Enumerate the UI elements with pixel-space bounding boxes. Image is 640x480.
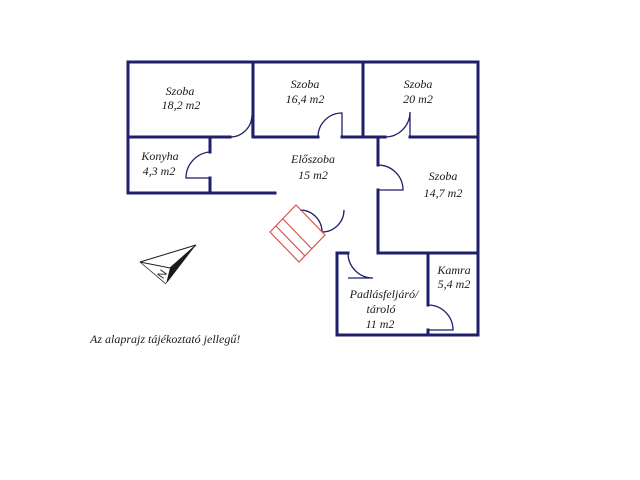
room-szoba-4: Szoba 14,7 m2	[424, 169, 463, 200]
room-name: Szoba	[166, 84, 195, 98]
room-name: Szoba	[291, 77, 320, 91]
room-eloszoba: Előszoba 15 m2	[290, 152, 335, 182]
stair-symbol	[269, 204, 326, 263]
walls	[126, 60, 480, 337]
room-szoba-1: Szoba 18,2 m2	[162, 84, 201, 112]
room-name: Padlásfeljáró/	[349, 287, 420, 301]
room-name: Szoba	[404, 77, 433, 91]
room-name: Konyha	[140, 149, 178, 163]
room-kamra: Kamra 5,4 m2	[436, 263, 470, 291]
room-konyha: Konyha 4,3 m2	[140, 149, 178, 178]
compass-icon: N	[139, 244, 197, 285]
doors	[185, 111, 454, 331]
room-area: 5,4 m2	[438, 277, 471, 291]
room-szoba-2: Szoba 16,4 m2	[286, 77, 325, 106]
room-area: 4,3 m2	[143, 164, 176, 178]
room-area: 20 m2	[403, 92, 433, 106]
room-area: 11 m2	[366, 317, 395, 331]
room-name: Kamra	[436, 263, 470, 277]
room-padlasfeljaro: Padlásfeljáró/ tároló 11 m2	[349, 287, 420, 331]
room-area: 18,2 m2	[162, 98, 201, 112]
room-area: 16,4 m2	[286, 92, 325, 106]
disclaimer-note: Az alaprajz tájékoztató jellegű!	[89, 332, 240, 346]
room-szoba-3: Szoba 20 m2	[403, 77, 433, 106]
room-area: 15 m2	[298, 168, 328, 182]
room-name: Előszoba	[290, 152, 335, 166]
room-name-line2: tároló	[367, 302, 396, 316]
room-area: 14,7 m2	[424, 186, 463, 200]
room-name: Szoba	[429, 169, 458, 183]
